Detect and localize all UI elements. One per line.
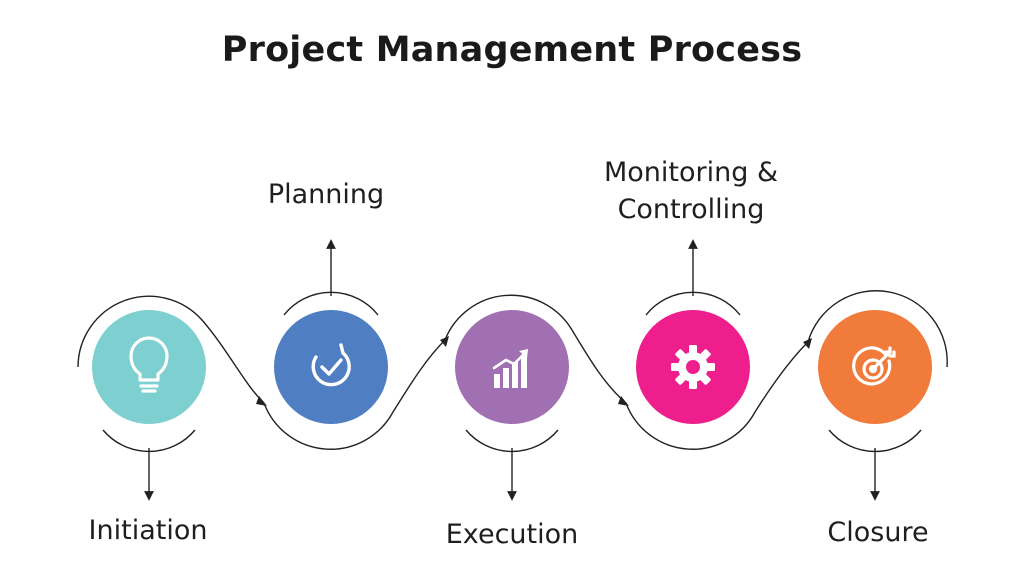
flow-arrow-2: [440, 336, 449, 347]
stage-label-initiation: Initiation: [88, 515, 208, 546]
flow-arrow-1: [256, 396, 267, 406]
label-arrows: [144, 239, 880, 501]
page-title: Project Management Process: [221, 30, 803, 70]
stage-label-planning: Planning: [267, 179, 385, 210]
initiation-circle: [92, 310, 206, 424]
planning-outer-arc: [263, 339, 446, 450]
initiation-outer-arc: [77, 295, 265, 404]
stage-label-closure: Closure: [827, 517, 929, 548]
flow-arrows: [256, 336, 812, 406]
execution-outer-arc: [444, 294, 627, 404]
target-icon: [852, 346, 896, 386]
gear-icon: [671, 345, 715, 389]
stage-label-execution: Execution: [445, 519, 579, 550]
check-cycle-icon: [311, 343, 351, 387]
bar-chart-growth-icon: [492, 349, 528, 388]
flow-arrow-3: [618, 396, 629, 406]
stage-label-monitoring-controlling: Monitoring & Controlling: [560, 154, 822, 228]
stage-label-monitoring-line1: Monitoring &: [603, 157, 779, 188]
flow-arrow-4: [803, 338, 812, 349]
stage-label-monitoring-line2: Controlling: [617, 194, 765, 225]
lightbulb-icon: [129, 336, 169, 393]
monitoring-outer-arc: [625, 341, 809, 450]
planning-circle: [274, 310, 388, 424]
closure-outer-arc: [807, 290, 948, 368]
